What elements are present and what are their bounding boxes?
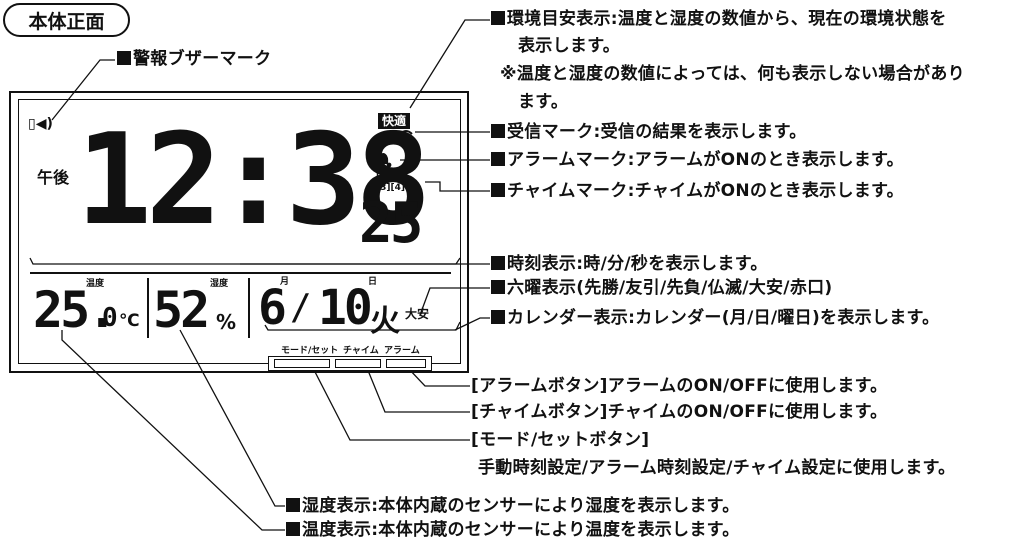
time-main: 12:38: [76, 106, 431, 253]
day-label: 日: [368, 277, 378, 287]
callout-environment-note: ※温度と湿度の数値によっては、何も表示しない場合があり: [500, 64, 965, 84]
comfort-badge: 快適: [378, 110, 411, 129]
callout-time-display: 時刻表示:時/分/秒を表示します。: [491, 254, 768, 275]
callout-alarm-mark: アラームマーク:アラームがONのとき表示します。: [491, 150, 904, 171]
callout-environment-note-cont: ます。: [518, 92, 569, 112]
mode-button-label: モード/セット: [281, 346, 339, 356]
temp-unit: ℃: [119, 311, 140, 331]
day-value: 10: [318, 280, 373, 336]
month-value: 6: [258, 280, 287, 336]
rokuyo-value: 大安: [405, 307, 430, 321]
clock-body-outer: [9, 91, 469, 373]
callout-mode-button: [モード/セットボタン]: [471, 430, 650, 450]
alarm-button-label: アラーム: [384, 346, 420, 356]
chime-slots: [1][2] [3][4]: [376, 172, 405, 193]
callout-alarm-button: [アラームボタン]アラームのON/OFFに使用します。: [471, 376, 888, 396]
callout-reception: 受信マーク:受信の結果を表示します。: [491, 122, 807, 143]
humidity-unit: %: [216, 310, 237, 334]
callout-environment: 環境目安表示:温度と湿度の数値から、現在の環境状態を: [491, 9, 947, 30]
temp-value: 25.: [33, 281, 117, 339]
callout-temperature-display: 温度表示:本体内蔵のセンサーにより温度を表示します。: [286, 520, 740, 541]
display-divider: [30, 272, 451, 274]
month-label: 月: [280, 277, 290, 287]
chime-button[interactable]: [335, 359, 381, 368]
callout-humidity-display: 湿度表示:本体内蔵のセンサーにより湿度を表示します。: [286, 496, 740, 517]
ampm-indicator: 午後: [37, 168, 70, 187]
time-seconds: 25: [359, 191, 423, 256]
callout-mode-button-desc: 手動時刻設定/アラーム時刻設定/チャイム設定に使用します。: [478, 458, 956, 478]
buzzer-icon: ▯◀): [28, 116, 53, 132]
temp-decimal: 0: [102, 303, 118, 333]
date-slash: /: [290, 287, 312, 328]
callout-calendar-display: カレンダー表示:カレンダー(月/日/曜日)を表示します。: [491, 308, 939, 329]
display-divider-1: [147, 278, 149, 338]
temp-label: 温度: [86, 279, 105, 289]
callout-chime-button: [チャイムボタン]チャイムのON/OFFに使用します。: [471, 402, 888, 422]
callout-buzzer: 警報ブザーマーク: [117, 49, 271, 70]
chime-button-label: チャイム: [343, 346, 379, 356]
humidity-value: 52: [153, 281, 210, 339]
alarm-button[interactable]: [386, 359, 426, 368]
reception-icon: [399, 130, 413, 145]
humidity-label: 湿度: [210, 279, 229, 289]
display-divider-2: [248, 278, 250, 338]
mode-set-button[interactable]: [274, 359, 330, 368]
alarm-bell-icon: [372, 153, 392, 168]
callout-rokuyo-display: 六曜表示(先勝/友引/先負/仏滅/大安/赤口): [491, 278, 832, 299]
clock-display-frame: [18, 99, 461, 364]
callout-environment-cont: 表示します。: [518, 36, 621, 56]
diagram-title: 本体正面: [3, 3, 130, 37]
weekday-value: 火: [370, 304, 400, 339]
callout-chime-mark: チャイムマーク:チャイムがONのとき表示します。: [491, 181, 904, 202]
